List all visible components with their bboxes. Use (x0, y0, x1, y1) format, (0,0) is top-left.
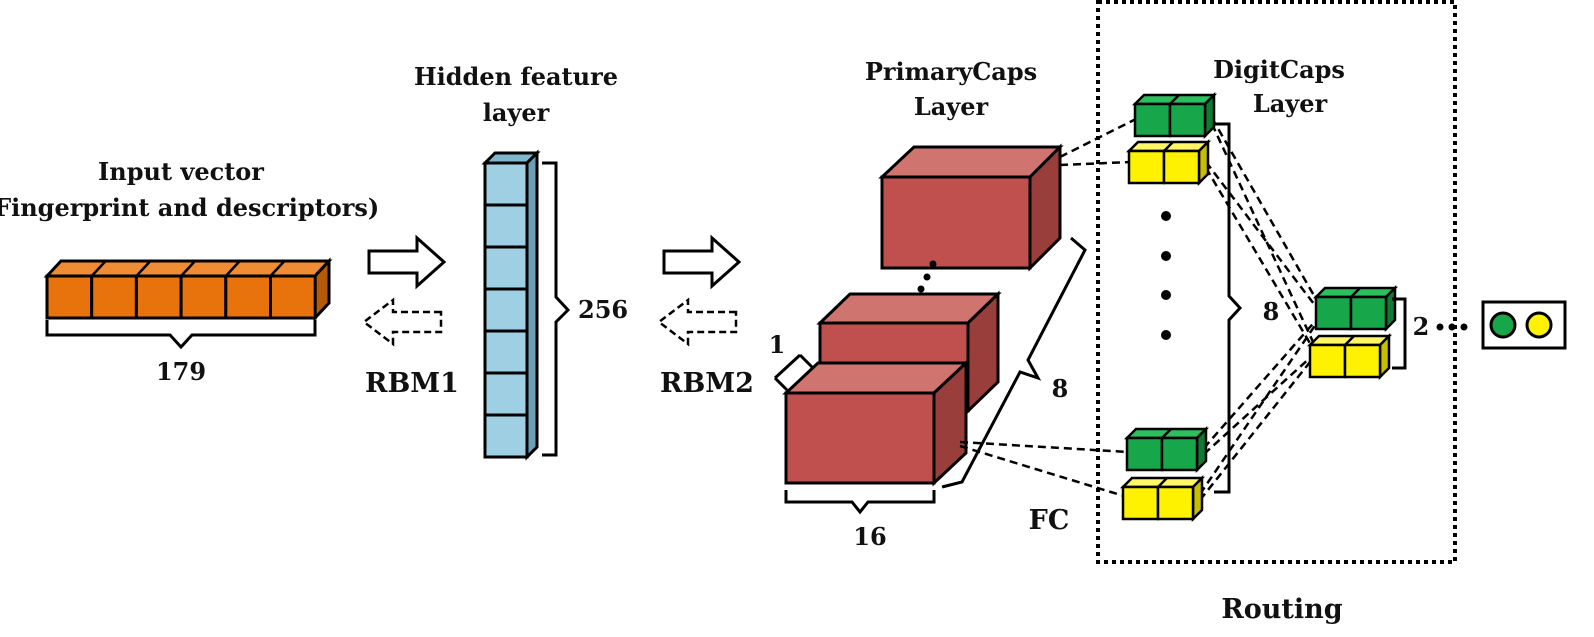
outputcap-yellow-side (1378, 332, 1391, 381)
hidden-layer-title: Hidden feature (414, 62, 618, 91)
primarycaps-width-label: 16 (853, 522, 886, 551)
primarycaps-title: PrimaryCaps (865, 57, 1037, 86)
digitcaps-column (1119, 91, 1218, 523)
routing-label: Routing (1221, 594, 1342, 625)
right-arrow-icon (367, 234, 447, 290)
right-arrow-icon (662, 234, 742, 290)
left-dashed-arrow-icon (361, 297, 443, 347)
primarycaps-subtitle: Layer (914, 92, 989, 121)
rbm1-label: RBM1 (365, 368, 459, 399)
primarycaps-ellipsis-dots (917, 260, 937, 293)
input-top-divider (90, 260, 107, 277)
hidden-layer-cell (483, 371, 529, 417)
digitcap-green-side (1203, 91, 1216, 140)
digitcap-green-cell (1125, 436, 1164, 472)
outputcap-green-side (1384, 284, 1397, 333)
yellow-dot-icon (1525, 311, 1553, 339)
digitcap-green (1131, 91, 1218, 140)
hidden-layer-cell (483, 203, 529, 249)
digitcap-yellow-side (1191, 474, 1204, 523)
hidden-layer-cell (483, 245, 529, 291)
primarycaps-count-label: 8 (1052, 374, 1069, 403)
input-vector-subtitle: (Fingerprint and descriptors) (0, 193, 379, 222)
rbm2-label: RBM2 (660, 368, 754, 399)
input-vector-cells (45, 274, 317, 320)
primarycaps-front-box (782, 359, 970, 487)
digitcap-yellow (1125, 138, 1212, 187)
input-vector-cell (90, 274, 138, 320)
hidden-layer-subtitle: layer (483, 98, 550, 127)
primarycaps-depth-bracket (773, 353, 814, 392)
digitcap-yellow (1119, 474, 1206, 523)
input-vector-cell (179, 274, 228, 320)
hidden-layer-cell (483, 161, 529, 207)
input-vector-block (43, 257, 333, 322)
input-top-divider (180, 260, 197, 277)
digitcaps-title: DigitCaps (1213, 55, 1345, 84)
output-ellipsis-dots (1436, 323, 1468, 331)
input-top-divider (269, 260, 286, 277)
primarycaps-width-bracket (784, 490, 936, 515)
digitcap-green-cell (1168, 102, 1207, 138)
outputcap-green-cell (1314, 295, 1353, 331)
input-vector-cell (45, 274, 94, 320)
fc-label: FC (1029, 505, 1070, 536)
digitcap-yellow-divider (1163, 141, 1174, 152)
hidden-layer-cell (483, 287, 529, 333)
outputcap-yellow (1306, 332, 1393, 381)
outputcap-yellow-cell (1308, 343, 1347, 379)
routing-connections (1198, 117, 1322, 501)
digitcap-yellow-cell (1156, 485, 1195, 521)
hidden-layer-cells (483, 161, 529, 459)
digitcap-green-side (1195, 425, 1208, 474)
digitcap-green-divider (1169, 94, 1180, 105)
input-top-divider (224, 260, 241, 277)
digitcap-yellow-divider (1157, 477, 1168, 488)
outputcap-green-cell (1349, 295, 1388, 331)
digitcaps-count-bracket (1214, 122, 1243, 494)
hidden-layer-cell (483, 329, 529, 375)
digitcaps-ellipsis-dots (1161, 211, 1171, 340)
outputcap-yellow-cell (1343, 343, 1382, 379)
primarycaps-depth-label: 1 (769, 330, 786, 359)
digitcap-yellow-cell (1162, 149, 1201, 185)
final-output-box (1481, 300, 1567, 350)
digitcaps-count-label: 8 (1263, 297, 1280, 326)
input-vector-cell (134, 274, 183, 320)
primarycaps-count-bracket (941, 236, 1087, 489)
digitcap-yellow-cell (1121, 485, 1160, 521)
digitcap-green-cell (1133, 102, 1172, 138)
digitcap-green-cell (1160, 436, 1199, 472)
hidden-size-label: 256 (578, 295, 628, 324)
digitcap-green-divider (1161, 428, 1172, 439)
input-size-label: 179 (156, 357, 206, 386)
hidden-layer-cell (483, 413, 529, 459)
outputcap-green-divider (1350, 287, 1361, 298)
digitcap-yellow-cell (1127, 149, 1166, 185)
output-count-label: 2 (1413, 312, 1430, 341)
input-vector-title: Input vector (98, 157, 264, 186)
digitcap-green (1123, 425, 1210, 474)
left-dashed-arrow-icon (656, 297, 738, 347)
input-vector-cell (224, 274, 273, 320)
input-size-bracket (45, 320, 317, 350)
green-dot-icon (1489, 311, 1517, 339)
output-capsules (1306, 284, 1399, 381)
output-count-bracket (1392, 297, 1407, 370)
input-top-divider (135, 260, 152, 277)
digitcap-yellow-side (1197, 138, 1210, 187)
input-vector-cell (269, 274, 317, 320)
hidden-size-bracket (542, 161, 571, 457)
routing-region-box (1096, 0, 1457, 564)
hidden-feature-layer-column (481, 149, 541, 461)
primarycaps-top-box (878, 143, 1064, 272)
digitcaps-subtitle: Layer (1253, 89, 1328, 118)
outputcap-green (1312, 284, 1399, 333)
outputcap-yellow-divider (1344, 335, 1355, 346)
